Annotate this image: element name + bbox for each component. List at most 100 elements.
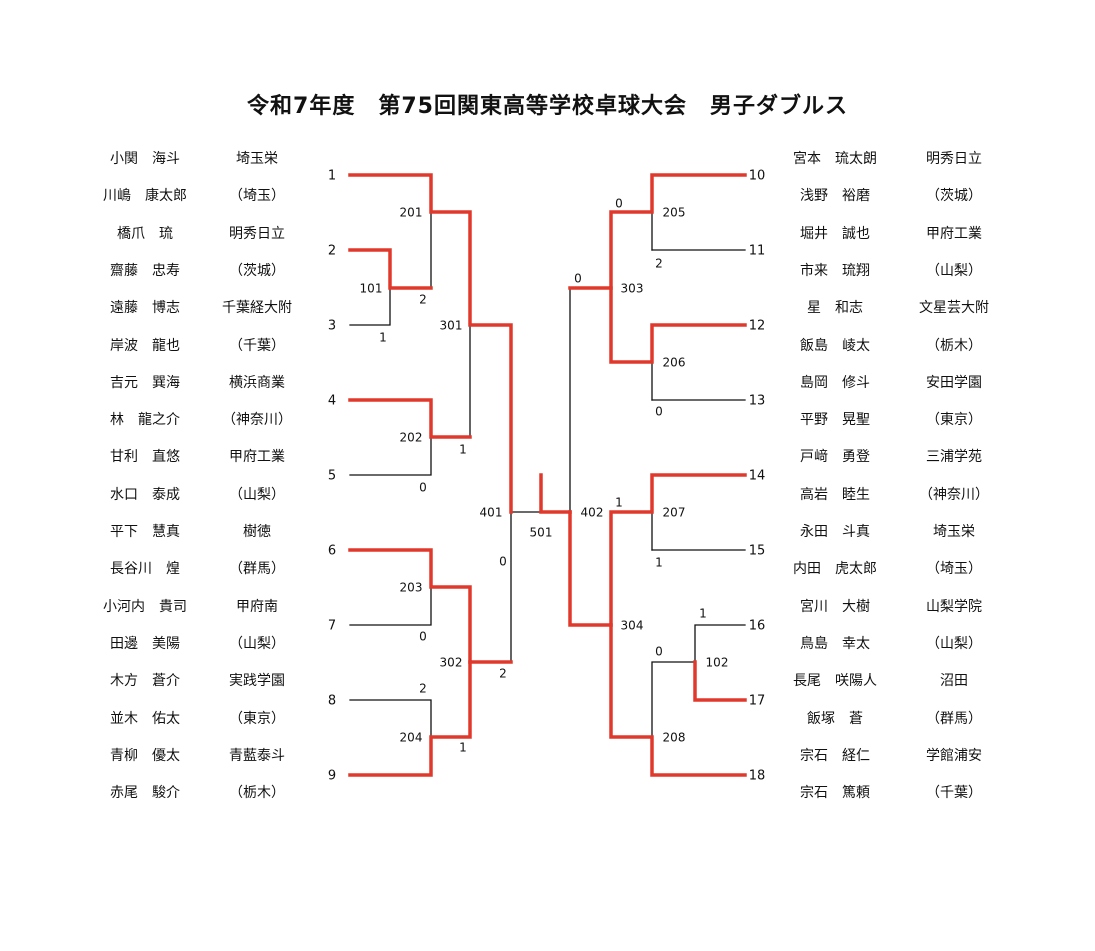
left-player-name: 小河内 貴司	[103, 598, 187, 615]
score-202-lower: 0	[419, 481, 427, 495]
winner-path-6	[348, 548, 513, 664]
left-player-school: 甲府南	[236, 598, 278, 615]
line-7-to-203	[349, 586, 432, 626]
right-player-name: 島岡 修斗	[800, 374, 870, 391]
line-303-upper	[610, 211, 653, 289]
score-205-upper: 0	[615, 197, 623, 211]
seed-9: 9	[328, 769, 336, 784]
right-player-school: （群馬）	[926, 710, 982, 727]
seed-13: 13	[749, 394, 766, 409]
right-player-name: 永田 斗真	[800, 524, 870, 540]
score-204-upper: 2	[419, 682, 427, 696]
right-player-name: 内田 虎太郎	[793, 561, 877, 578]
right-player-name: 高岩 睦生	[800, 486, 870, 503]
score-301-lower: 1	[459, 443, 467, 457]
right-player-school: 三浦学苑	[926, 449, 982, 466]
score-201-lower: 2	[419, 293, 427, 307]
left-player-school: （山梨）	[229, 486, 285, 503]
left-player-school: 横浜商業	[229, 374, 285, 391]
right-seed-numbers: 10 11 12 13 14 15 16 17 18	[749, 169, 766, 784]
seed-15: 15	[749, 544, 766, 559]
left-player-name: 平下 慧真	[110, 524, 180, 540]
right-player-school: 安田学園	[926, 374, 982, 391]
seed-8: 8	[328, 694, 336, 709]
left-player-school: 実践学園	[229, 673, 285, 690]
seed-10: 10	[749, 169, 766, 184]
match-205: 205	[663, 206, 686, 220]
match-304: 304	[621, 619, 644, 633]
line-402-upper	[569, 287, 612, 513]
right-player-name: 平野 晃聖	[800, 412, 870, 429]
left-player-name: 岸波 龍也	[110, 337, 180, 354]
right-player-school: （栃木）	[926, 337, 982, 354]
winner-path-9	[348, 660, 472, 777]
seed-6: 6	[328, 544, 336, 559]
left-player-school: （栃木）	[229, 785, 285, 802]
line-5-to-202	[349, 436, 432, 476]
line-208-upper	[651, 661, 696, 738]
match-201: 201	[400, 206, 423, 220]
right-player-school: （東京）	[926, 412, 982, 429]
left-player-school: （群馬）	[229, 561, 285, 578]
line-16-to-102	[694, 624, 746, 663]
left-player-school: （山梨）	[229, 635, 285, 652]
score-207-lower: 1	[655, 556, 663, 570]
page-title: 令和7年度 第75回関東高等学校卓球大会 男子ダブルス	[247, 94, 848, 119]
left-player-school: 明秀日立	[229, 225, 285, 242]
left-player-name: 小関 海斗	[110, 151, 180, 167]
winner-path-12	[609, 286, 747, 364]
left-player-school: 樹徳	[243, 524, 271, 540]
winner-path-10	[568, 173, 747, 290]
left-player-school: （東京）	[229, 710, 285, 727]
right-player-school: 学館浦安	[926, 747, 982, 764]
seed-1: 1	[328, 169, 336, 184]
line-301-lower	[430, 324, 471, 438]
score-206-lower: 0	[655, 405, 663, 419]
left-player-school: 埼玉栄	[236, 151, 278, 167]
score-302-lower: 2	[499, 667, 507, 681]
left-player-name: 水口 泰成	[110, 486, 180, 503]
left-player-name: 長谷川 煌	[110, 561, 180, 578]
right-player-name: 飯塚 蒼	[807, 710, 863, 727]
score-401-lower: 0	[499, 555, 507, 569]
left-player-name: 橋爪 琉	[117, 225, 173, 242]
match-204: 204	[400, 731, 423, 745]
match-numbers: 101 201 202 203 204 301 302 401 501 402 …	[360, 206, 729, 745]
winner-path-2	[348, 248, 433, 290]
seed-17: 17	[749, 694, 766, 709]
right-player-name: 宗石 篤頼	[800, 785, 870, 802]
seed-5: 5	[328, 469, 336, 484]
right-player-name: 浅野 裕磨	[800, 188, 870, 205]
match-102: 102	[706, 656, 729, 670]
left-player-school: （埼玉）	[229, 188, 285, 205]
right-player-name: 長尾 咲陽人	[793, 673, 877, 690]
left-player-name: 甘利 直悠	[110, 449, 180, 466]
seed-18: 18	[749, 769, 766, 784]
winner-path-17	[693, 660, 747, 702]
match-101: 101	[360, 282, 383, 296]
right-player-school: （茨城）	[926, 188, 982, 205]
left-player-name: 遠藤 博志	[110, 300, 180, 317]
left-player-name: 青柳 優太	[110, 747, 180, 764]
left-player-name: 川嶋 康太郎	[103, 188, 187, 205]
seed-11: 11	[749, 244, 766, 259]
left-player-school: （千葉）	[229, 337, 285, 354]
left-seed-numbers: 1 2 3 4 5 6 7 8 9	[328, 169, 336, 784]
right-player-school: 沼田	[940, 673, 968, 690]
seed-2: 2	[328, 244, 336, 259]
right-player-name: 宗石 経仁	[800, 747, 870, 764]
right-player-name: 鳥島 幸太	[800, 635, 870, 652]
left-player-name: 林 龍之介	[110, 412, 180, 429]
right-player-school: 文星芸大附	[919, 300, 989, 317]
line-8-to-204	[349, 699, 432, 738]
right-player-name: 戸﨑 勇登	[800, 449, 870, 466]
winner-path-4	[348, 398, 472, 439]
right-player-school: 甲府工業	[926, 225, 982, 242]
left-player-school: （神奈川）	[222, 412, 292, 429]
match-207: 207	[663, 506, 686, 520]
right-player-school: （千葉）	[926, 785, 982, 802]
score-102-upper: 1	[699, 607, 707, 621]
left-player-school: 千葉経大附	[222, 300, 292, 317]
match-301: 301	[440, 319, 463, 333]
score-207-upper: 1	[615, 496, 623, 510]
